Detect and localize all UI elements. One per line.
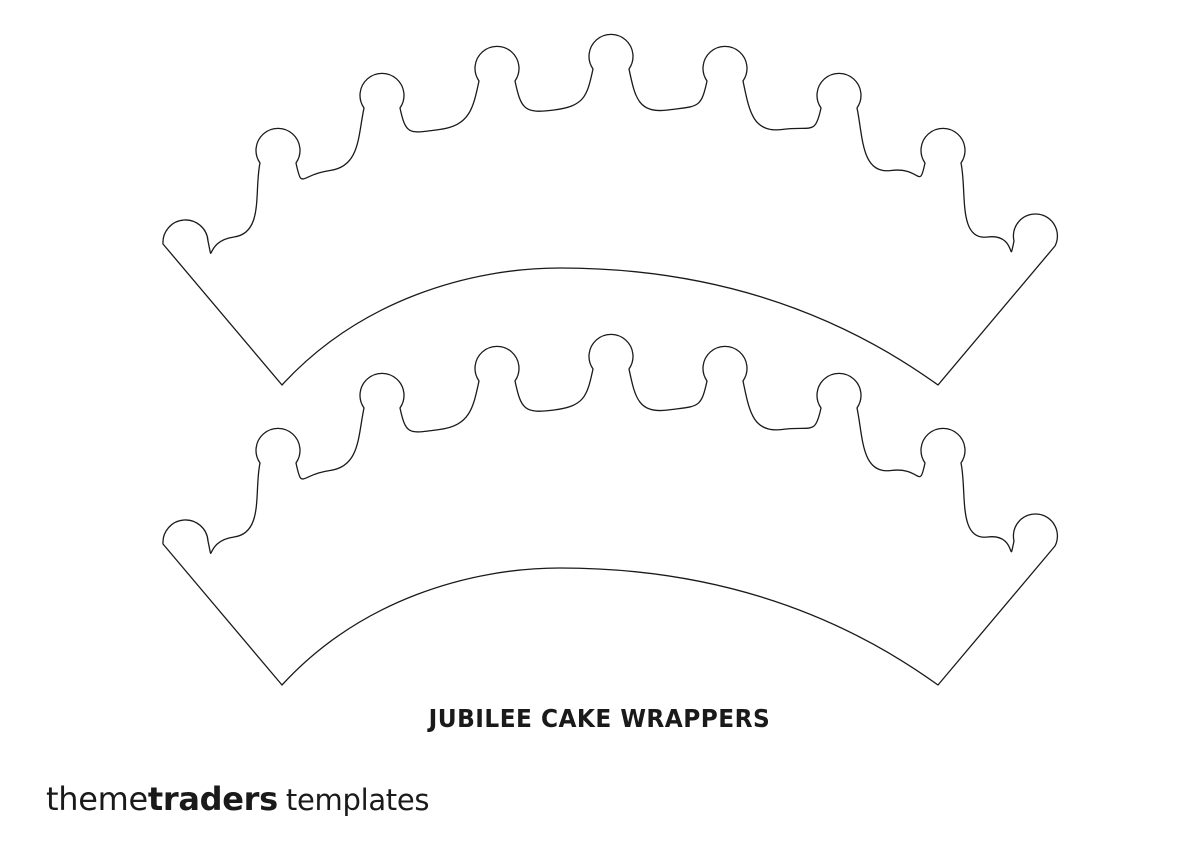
crown-cake-wrapper-bottom [162, 333, 1059, 686]
brand-name-bold: traders [147, 780, 278, 818]
template-title: JUBILEE CAKE WRAPPERS [428, 704, 771, 733]
crown-cake-wrapper-top [162, 33, 1059, 386]
crown-wrapper-outline [162, 33, 1059, 386]
brand-name-light: theme [46, 780, 148, 818]
brand-suffix: templates [285, 783, 430, 817]
crown-wrapper-outline [162, 333, 1059, 686]
